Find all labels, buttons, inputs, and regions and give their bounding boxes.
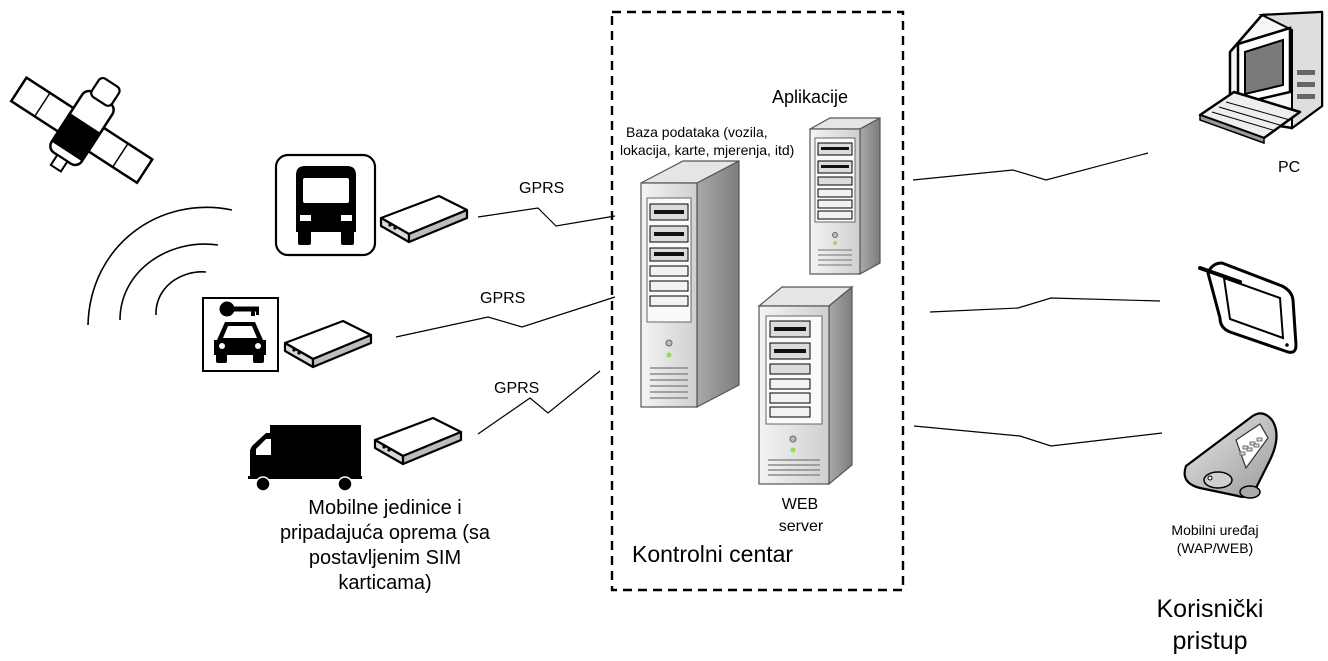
bus-icon	[274, 153, 377, 257]
tablet-icon	[1198, 261, 1298, 354]
mobile-link	[913, 425, 1163, 447]
truck-modem-icon	[373, 416, 463, 466]
mobile-units-caption-line-4: karticama)	[338, 572, 432, 594]
control-center-label: Kontrolni centar	[632, 541, 794, 567]
car-modem-icon	[283, 319, 373, 369]
mobile-device-label-line-2: (WAP/WEB)	[1176, 540, 1254, 556]
bus-gprs-link	[477, 207, 616, 227]
mobile-units-caption-line-3: postavljenim SIM	[308, 547, 462, 569]
mobile-units-caption-line-1: Mobilne jedinice i	[308, 497, 462, 519]
car-key-icon	[202, 297, 279, 372]
user-access-caption-line-2: pristup	[1172, 627, 1248, 655]
web-server-label-line-2: server	[778, 518, 824, 535]
application-server-icon	[809, 116, 881, 276]
truck-gprs-label: GPRS	[494, 380, 540, 397]
car-gprs-link	[395, 296, 616, 338]
user-access-caption-line-1: Korisnički	[1156, 595, 1264, 623]
database-server-icon	[640, 160, 740, 408]
mobile-phone-icon	[1183, 412, 1278, 499]
web-server-label-line-1: WEB	[781, 496, 819, 513]
tablet-link	[929, 297, 1161, 313]
pc-icon	[1198, 10, 1324, 145]
control-center-boundary	[610, 10, 905, 592]
web-server-icon	[757, 285, 854, 486]
mobile-units-caption-line-2: pripadajuća oprema (sa	[279, 522, 491, 544]
car-gprs-label: GPRS	[480, 290, 526, 307]
bus-modem-icon	[379, 194, 469, 244]
bus-gprs-label: GPRS	[519, 180, 565, 197]
signal-waves	[87, 206, 233, 326]
database-server-label-line-2: lokacija, karte, mjerenja, itd)	[620, 142, 795, 158]
truck-icon	[248, 425, 362, 492]
pc-label: PC	[1278, 159, 1301, 176]
pc-link	[912, 152, 1149, 181]
satellite-icon	[9, 75, 155, 185]
truck-gprs-link	[477, 370, 601, 435]
mobile-device-label-line-1: Mobilni uređaj	[1171, 522, 1259, 538]
application-server-label: Aplikacije	[772, 87, 849, 107]
database-server-label-line-1: Baza podataka (vozila,	[626, 124, 768, 140]
